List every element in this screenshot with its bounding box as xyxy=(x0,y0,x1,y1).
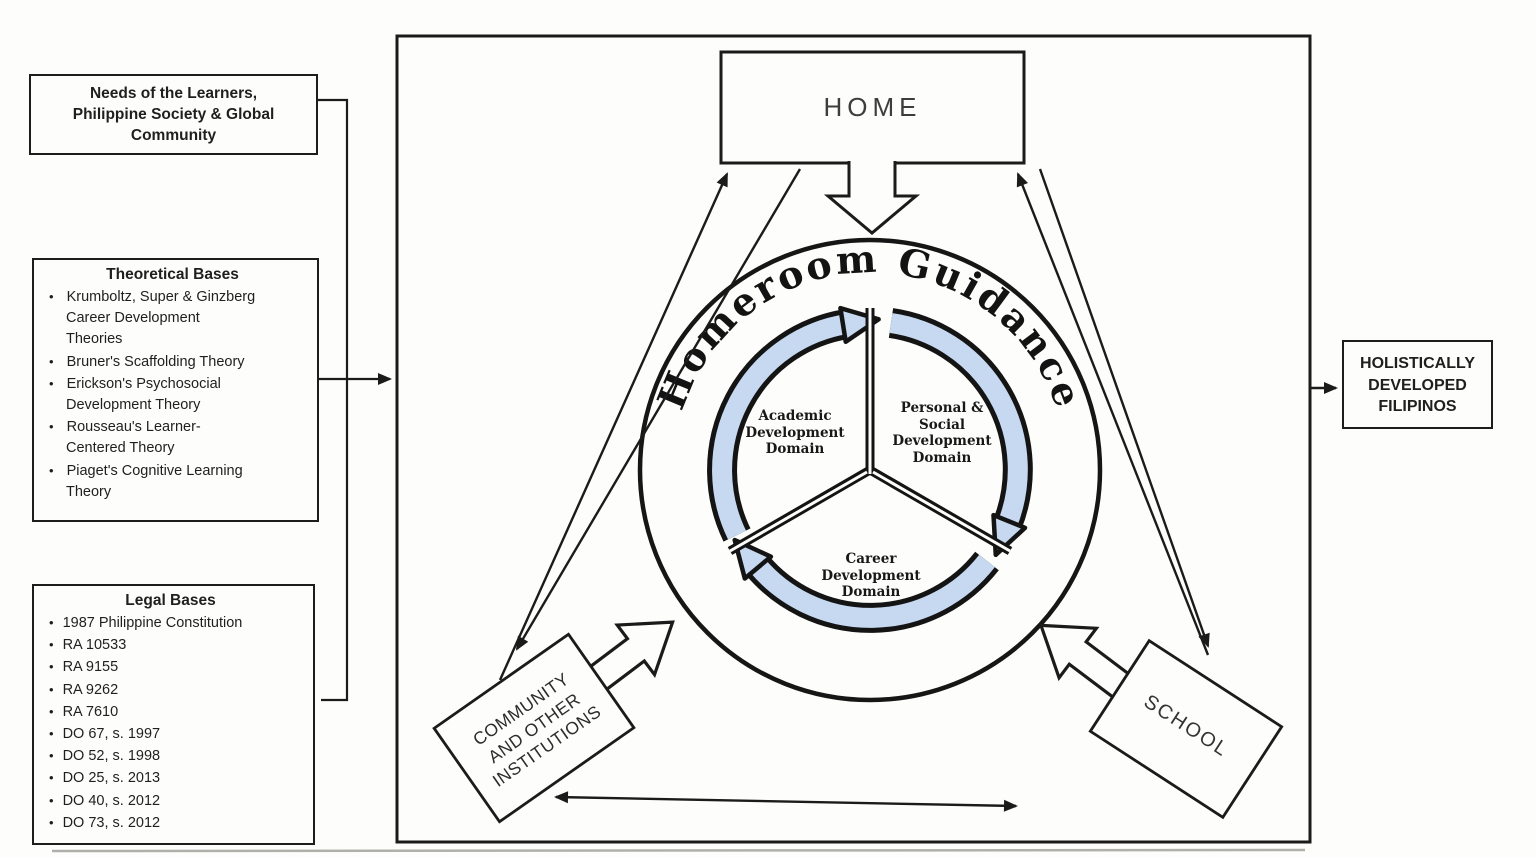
list-item: RA 7610 xyxy=(34,701,307,723)
legal-bases-box: Legal Bases 1987 Philippine Constitution… xyxy=(32,584,315,845)
list-item: Krumboltz, Super & Ginzberg Career Devel… xyxy=(34,286,311,351)
list-item: Rousseau's Learner- Centered Theory xyxy=(34,416,311,459)
list-item: Erickson's Psychosocial Development Theo… xyxy=(34,373,311,416)
theoretical-bases-box: Theoretical Bases Krumboltz, Super & Gin… xyxy=(32,258,319,522)
career-domain-label: Career Development Domain xyxy=(821,551,921,600)
outcome-box: HOLISTICALLY DEVELOPED FILIPINOS xyxy=(1342,340,1493,429)
list-item: DO 67, s. 1997 xyxy=(34,723,307,745)
needs-line: Philippine Society & Global xyxy=(72,106,275,123)
academic-domain-label: Academic Development Domain xyxy=(745,408,845,457)
list-item: RA 10533 xyxy=(34,634,307,656)
needs-box: Needs of the Learners, Philippine Societ… xyxy=(29,74,318,155)
personal-social-domain-label: Personal & Social Development Domain xyxy=(892,400,992,466)
home-block-arrow xyxy=(823,161,921,235)
list-item: RA 9155 xyxy=(34,656,307,678)
list-item: Bruner's Scaffolding Theory xyxy=(34,351,311,373)
list-item: Piaget's Cognitive Learning Theory xyxy=(34,460,311,503)
needs-line: Community xyxy=(130,127,217,144)
domain-dividers xyxy=(727,308,1013,555)
needs-line: Needs of the Learners, xyxy=(89,85,258,102)
community-box xyxy=(432,632,636,824)
list-item: DO 52, s. 1998 xyxy=(34,745,307,767)
page-shadow-line xyxy=(51,848,1306,853)
exchange-arrows xyxy=(498,168,1210,812)
left-boxes-bracket xyxy=(318,98,349,702)
list-item: 1987 Philippine Constitution xyxy=(34,612,307,634)
theoretical-bases-title: Theoretical Bases xyxy=(106,266,239,283)
home-label: HOME xyxy=(823,92,922,122)
home-box xyxy=(719,50,1026,165)
legal-bases-list: 1987 Philippine Constitution RA 10533 RA… xyxy=(34,612,307,834)
list-item: DO 73, s. 2012 xyxy=(34,812,307,834)
list-item: DO 40, s. 2012 xyxy=(34,790,307,812)
cycle-band xyxy=(707,308,1033,633)
theoretical-bases-list: Krumboltz, Super & Ginzberg Career Devel… xyxy=(34,286,311,503)
list-item: RA 9262 xyxy=(34,679,307,701)
school-box xyxy=(1088,638,1284,820)
legal-bases-title: Legal Bases xyxy=(125,592,216,609)
list-item: DO 25, s. 2013 xyxy=(34,767,307,789)
